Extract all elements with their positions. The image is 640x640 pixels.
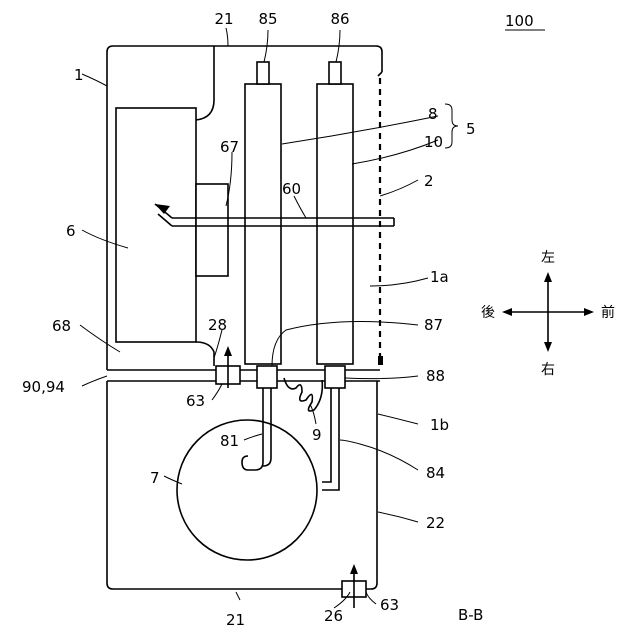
front-panel-bottom-tab xyxy=(378,356,383,365)
section-label: B-B xyxy=(458,606,483,624)
fitting-87-left xyxy=(257,366,277,388)
column-8 xyxy=(245,84,281,364)
direction-right: 右 xyxy=(541,362,555,378)
arrow-28-head xyxy=(224,346,232,356)
direction-rear: 後 xyxy=(481,305,495,321)
label-1: 1 xyxy=(74,66,84,84)
label-26: 26 xyxy=(324,607,343,625)
label-88: 88 xyxy=(426,367,445,385)
pipe-84 xyxy=(322,388,331,482)
label-1a: 1a xyxy=(430,268,449,286)
partition-68-curve xyxy=(196,342,214,366)
terminal-86 xyxy=(329,62,341,84)
label-2: 2 xyxy=(424,172,434,190)
arrow-26-head xyxy=(350,564,358,574)
fitting-88-right xyxy=(325,366,345,388)
label-5: 5 xyxy=(466,120,476,138)
label-63-upper: 63 xyxy=(186,392,205,410)
direction-compass xyxy=(502,272,594,352)
duct-curve xyxy=(196,46,214,120)
direction-left: 左 xyxy=(541,250,555,266)
label-84: 84 xyxy=(426,464,445,482)
label-86: 86 xyxy=(330,10,349,28)
label-28: 28 xyxy=(208,316,227,334)
label-68: 68 xyxy=(52,317,71,335)
housing-corner-tab xyxy=(378,72,382,76)
label-81: 81 xyxy=(220,432,239,450)
label-8: 8 xyxy=(428,105,438,123)
label-21-top: 21 xyxy=(214,10,233,28)
label-90-94: 90,94 xyxy=(22,378,65,396)
direction-front: 前 xyxy=(601,304,615,321)
label-87: 87 xyxy=(424,316,443,334)
label-21-bottom: 21 xyxy=(226,611,245,629)
label-85: 85 xyxy=(258,10,277,28)
label-10: 10 xyxy=(424,133,443,151)
figure-number: 100 xyxy=(505,12,534,30)
label-9: 9 xyxy=(312,426,322,444)
terminal-85 xyxy=(257,62,269,84)
label-7: 7 xyxy=(150,469,160,487)
brace-5 xyxy=(445,104,458,148)
tank-7 xyxy=(177,420,317,560)
label-1b: 1b xyxy=(430,416,449,434)
label-22: 22 xyxy=(426,514,445,532)
unit-6-box xyxy=(116,108,196,342)
label-6: 6 xyxy=(66,222,76,240)
label-63-lower: 63 xyxy=(380,596,399,614)
label-67: 67 xyxy=(220,138,239,156)
component-67-box xyxy=(196,184,228,276)
coil-9 xyxy=(284,378,322,411)
label-60: 60 xyxy=(282,180,301,198)
